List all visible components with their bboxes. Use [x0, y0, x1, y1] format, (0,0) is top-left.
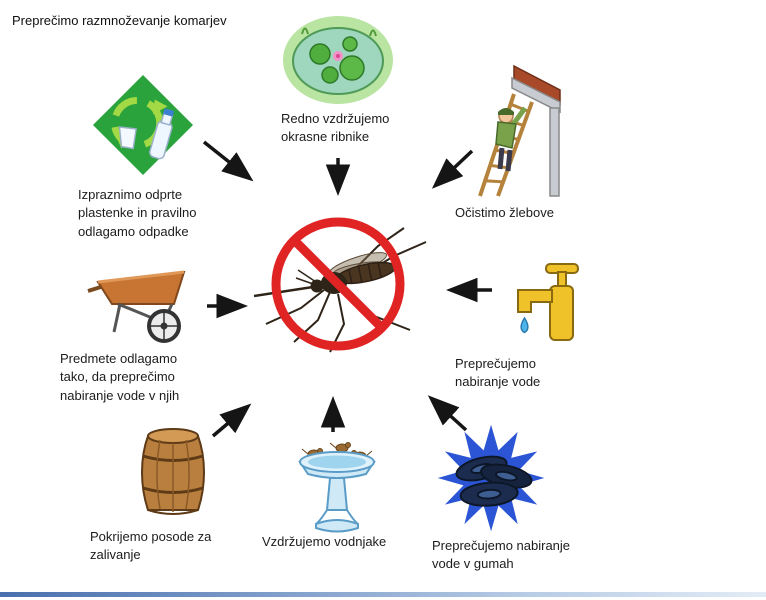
caption-wheelbarrow: Predmete odlagamo tako, da preprečimo na…	[60, 351, 180, 403]
barrel-icon	[141, 428, 205, 515]
caption-recycle: Izpraznimo odprte plastenke in pravilno …	[78, 187, 197, 239]
arrow-barrel-to-center	[211, 403, 252, 438]
caption-birdbath: Vzdržujemo vodnjake	[262, 534, 387, 549]
caption-gutter: Očistimo žlebove	[455, 205, 554, 220]
caption-barrel: Pokrijemo posode za zalivanje	[90, 529, 212, 563]
bottom-border-rule	[0, 592, 766, 597]
tire-stack-icon	[437, 424, 545, 532]
wheelbarrow-icon	[87, 270, 186, 343]
gutter-cleaning-icon	[478, 64, 561, 197]
no-mosquito-icon	[253, 217, 427, 353]
page-title: Preprečimo razmnoževanje komarjev	[12, 13, 227, 28]
caption-pond: Redno vzdržujemo okrasne ribnike	[281, 111, 390, 145]
recycling-bottle-icon	[92, 74, 194, 176]
arrow-recycle-to-center	[202, 140, 254, 182]
water-tap-icon	[517, 263, 579, 341]
caption-tap: Preprečujemo nabiranje vode	[455, 356, 541, 390]
bird-bath-icon	[298, 442, 376, 533]
caption-tires: Preprečujemo nabiranje vode v gumah	[432, 538, 571, 572]
garden-pond-icon	[283, 16, 393, 104]
